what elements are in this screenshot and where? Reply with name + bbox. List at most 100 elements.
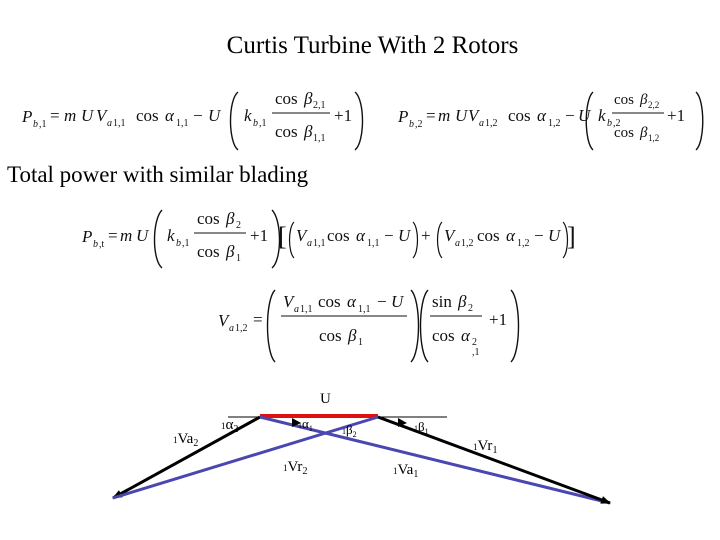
svg-text:,2: ,2: [613, 118, 621, 129]
beta1-arrow: [398, 418, 407, 427]
absolute-velocity-Va2: [112, 415, 261, 500]
svg-text:,1: ,1: [472, 347, 480, 358]
svg-text:α: α: [537, 106, 547, 125]
svg-text:β: β: [457, 292, 467, 311]
svg-text:α: α: [506, 226, 516, 245]
label-alpha1: 1α1: [298, 416, 313, 433]
svg-text:−: −: [565, 106, 575, 125]
relative-velocity-Vr1: [259, 415, 611, 505]
slide-title: Curtis Turbine With 2 Rotors: [226, 32, 519, 59]
svg-text:U: U: [136, 226, 150, 245]
svg-text:1,2: 1,2: [548, 118, 561, 129]
svg-text:V: V: [218, 311, 231, 330]
svg-text:P: P: [397, 107, 408, 126]
svg-text:,1: ,1: [182, 238, 190, 249]
svg-text:cos: cos: [508, 106, 531, 125]
svg-text:a: a: [307, 238, 312, 249]
svg-text:β: β: [639, 92, 648, 108]
label-Vr2: 1Vr2: [283, 459, 307, 477]
svg-text:1,1: 1,1: [313, 238, 326, 249]
svg-text:b: b: [253, 118, 258, 129]
svg-text:V: V: [444, 226, 457, 245]
svg-text:,1: ,1: [39, 119, 47, 130]
svg-text:2: 2: [468, 303, 473, 314]
svg-text:2: 2: [472, 337, 477, 348]
svg-text:b: b: [176, 238, 181, 249]
svg-text:1,2: 1,2: [485, 118, 498, 129]
total-power-equation: P b,t = m U k b,1 cos β 2 cos β 1 +1 [ V…: [81, 209, 576, 269]
svg-text:cos: cos: [327, 226, 350, 245]
svg-text:k: k: [598, 106, 606, 125]
svg-text:cos: cos: [318, 292, 341, 311]
svg-text:2: 2: [236, 220, 241, 231]
svg-text:cos: cos: [477, 226, 500, 245]
svg-text:,1: ,1: [259, 118, 267, 129]
svg-text:V: V: [296, 226, 309, 245]
svg-text:+: +: [421, 226, 431, 245]
svg-text:m: m: [120, 226, 132, 245]
label-beta1: 1β1: [414, 419, 429, 436]
svg-text:cos: cos: [319, 326, 342, 345]
svg-text:1,2: 1,2: [517, 238, 530, 249]
svg-text:a: a: [229, 323, 234, 334]
label-alpha2: 1α2: [221, 417, 238, 435]
svg-text:1,1: 1,1: [113, 118, 126, 129]
svg-text:]: ]: [567, 222, 576, 251]
label-Vr1: 1Vr1: [473, 438, 497, 456]
svg-text:m: m: [438, 106, 450, 125]
svg-text:2,1: 2,1: [313, 100, 326, 111]
beta2-arrow: [292, 418, 301, 427]
svg-text:α: α: [347, 292, 357, 311]
svg-text:[: [: [278, 222, 287, 251]
svg-text:cos: cos: [432, 326, 455, 345]
svg-text:b: b: [607, 118, 612, 129]
svg-text:cos: cos: [197, 209, 220, 228]
svg-text:+1: +1: [250, 226, 268, 245]
svg-text:m: m: [64, 106, 76, 125]
svg-text:2,2: 2,2: [648, 100, 659, 110]
svg-text:cos: cos: [275, 122, 298, 141]
svg-text:U: U: [548, 226, 562, 245]
svg-text:β: β: [347, 326, 357, 345]
svg-text:−: −: [534, 226, 544, 245]
svg-text:+1: +1: [489, 310, 507, 329]
label-Va2: 1Va2: [173, 431, 198, 449]
svg-text:α: α: [165, 106, 175, 125]
svg-text:cos: cos: [275, 89, 298, 108]
svg-text:U: U: [391, 292, 405, 311]
svg-text:1,1: 1,1: [358, 304, 371, 315]
svg-text:−: −: [193, 106, 203, 125]
svg-text:P: P: [21, 107, 32, 126]
svg-text:+1: +1: [334, 106, 352, 125]
subtitle: Total power with similar blading: [7, 162, 309, 187]
svg-text:cos: cos: [614, 92, 634, 108]
svg-text:U: U: [398, 226, 412, 245]
svg-text:1,1: 1,1: [176, 118, 189, 129]
svg-text:−: −: [377, 292, 387, 311]
svg-text:α: α: [461, 326, 471, 345]
svg-text:1,1: 1,1: [300, 304, 313, 315]
svg-text:a: a: [455, 238, 460, 249]
svg-text:a: a: [107, 118, 112, 129]
svg-text:V: V: [283, 292, 296, 311]
svg-text:U: U: [208, 106, 222, 125]
svg-text:U: U: [455, 106, 469, 125]
svg-text:a: a: [479, 118, 484, 129]
svg-text:P: P: [81, 227, 92, 246]
relative-velocity-Vr2: [112, 415, 379, 500]
label-beta2: 1β2: [342, 422, 357, 439]
svg-text:=: =: [426, 106, 436, 125]
svg-text:1: 1: [358, 337, 363, 348]
svg-text:cos: cos: [136, 106, 159, 125]
svg-text:β: β: [639, 125, 648, 141]
svg-text:U: U: [81, 106, 95, 125]
svg-text:1,1: 1,1: [313, 133, 326, 144]
svg-text:V: V: [96, 106, 109, 125]
absolute-velocity-Va1: [377, 415, 611, 505]
svg-text:a: a: [294, 304, 299, 315]
svg-text:1: 1: [236, 253, 241, 264]
label-Va1: 1Va1: [393, 462, 418, 480]
svg-text:β: β: [225, 242, 235, 261]
